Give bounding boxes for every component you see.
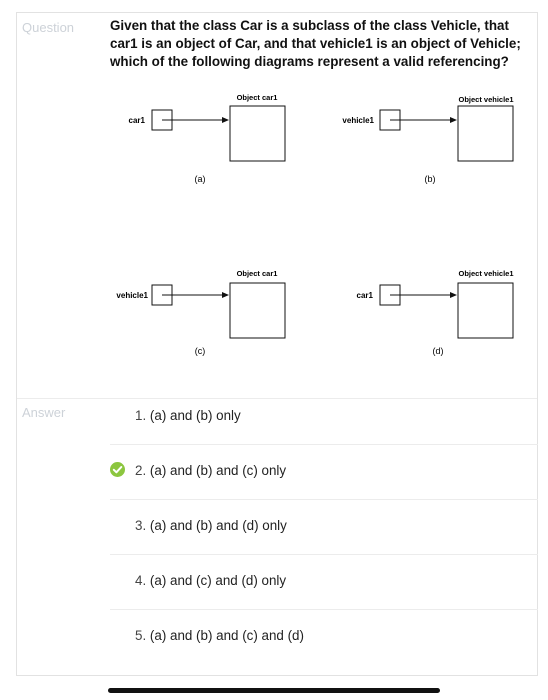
- diagram-a-variable: car1: [129, 116, 146, 125]
- answer-option-5[interactable]: 5. (a) and (b) and (c) and (d): [135, 628, 304, 643]
- question-text: Given that the class Car is a subclass o…: [110, 18, 521, 69]
- diagram-b-caption: (b): [425, 174, 436, 184]
- home-indicator[interactable]: [108, 688, 440, 693]
- diagram-b: vehicle1 Object vehicle1 (b): [342, 95, 513, 184]
- answer-option-text: (a) and (b) and (c) and (d): [149, 628, 304, 643]
- answer-option-text: (a) and (b) only: [149, 408, 241, 423]
- answer-option-number: 4.: [135, 573, 147, 588]
- question-label: Question: [22, 20, 75, 35]
- correct-check-icon: [110, 462, 125, 477]
- question-card: [16, 12, 538, 676]
- option-divider: [110, 554, 538, 555]
- diagram-d-object-box: [457, 282, 514, 339]
- answer-option-text: (a) and (c) and (d) only: [149, 573, 287, 588]
- diagram-c-object-label: Object car1: [237, 269, 278, 278]
- diagrams-figure: car1 Object car1 (a) vehicle1 Object veh…: [116, 93, 514, 356]
- diagram-a-object-box: [229, 105, 286, 162]
- question-answer-divider: [17, 398, 537, 399]
- answer-option-number: 1.: [135, 408, 147, 423]
- answer-option-text: (a) and (b) and (d) only: [149, 518, 287, 533]
- diagram-a: car1 Object car1 (a): [129, 93, 286, 184]
- answer-label: Answer: [22, 405, 66, 420]
- answer-option-number: 5.: [135, 628, 147, 643]
- diagram-d-object-label: Object vehicle1: [458, 269, 513, 278]
- diagram-d-caption: (d): [433, 346, 444, 356]
- answer-option-1[interactable]: 1. (a) and (b) only: [135, 408, 241, 423]
- answer-option-number: 2.: [135, 463, 147, 478]
- answer-option-4[interactable]: 4. (a) and (c) and (d) only: [135, 573, 286, 588]
- option-divider: [110, 609, 538, 610]
- diagram-b-object-box: [457, 105, 514, 162]
- diagram-d-variable: car1: [357, 291, 374, 300]
- option-divider: [110, 499, 538, 500]
- diagram-b-variable: vehicle1: [342, 116, 374, 125]
- diagram-d: car1 Object vehicle1 (d): [357, 269, 514, 356]
- option-divider: [110, 444, 538, 445]
- diagram-b-object-label: Object vehicle1: [458, 95, 513, 104]
- answer-option-3[interactable]: 3. (a) and (b) and (d) only: [135, 518, 287, 533]
- diagram-a-caption: (a): [195, 174, 206, 184]
- answer-option-text: (a) and (b) and (c) only: [149, 463, 287, 478]
- diagram-c: vehicle1 Object car1 (c): [116, 269, 286, 356]
- answer-option-number: 3.: [135, 518, 147, 533]
- diagram-c-object-box: [229, 282, 286, 339]
- diagram-c-variable: vehicle1: [116, 291, 148, 300]
- diagram-c-caption: (c): [195, 346, 206, 356]
- diagram-a-object-label: Object car1: [237, 93, 278, 102]
- answer-option-2[interactable]: 2. (a) and (b) and (c) only: [135, 463, 286, 478]
